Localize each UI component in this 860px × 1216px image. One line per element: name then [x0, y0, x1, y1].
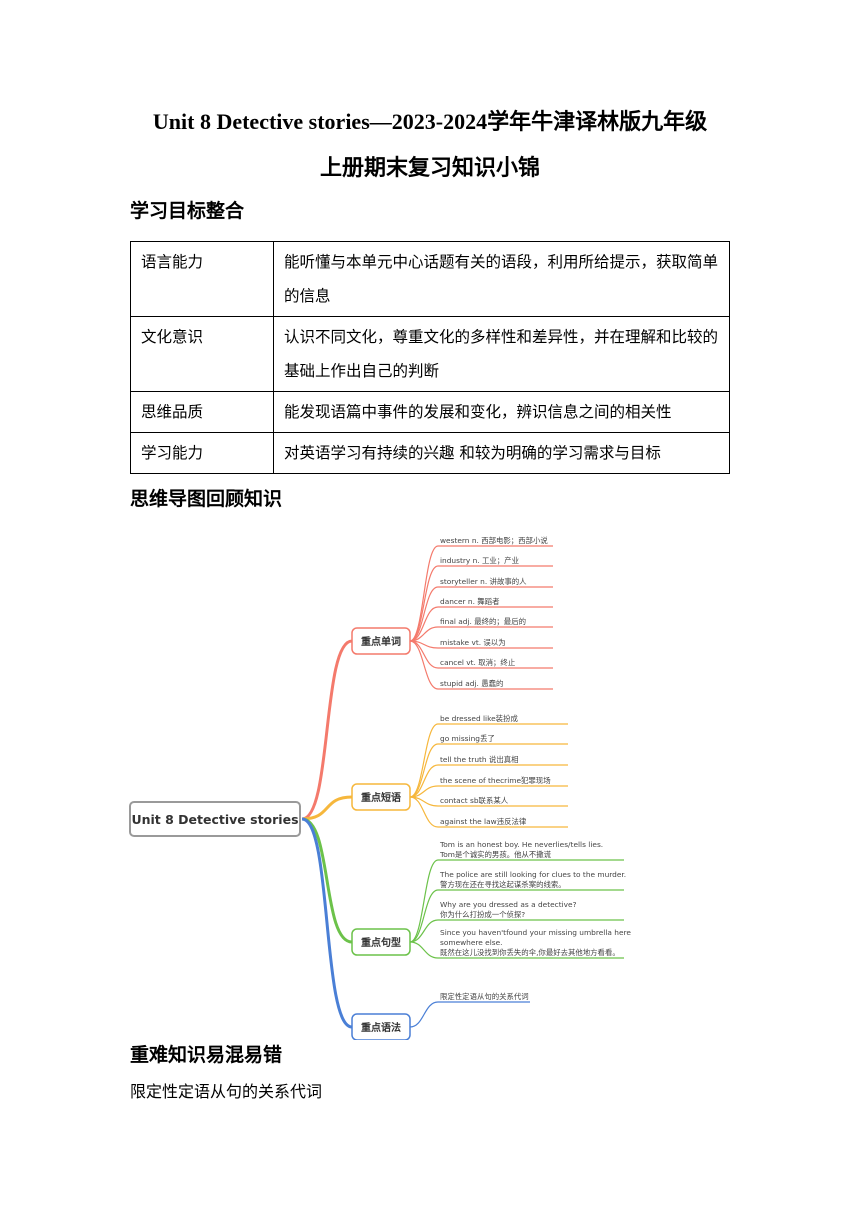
table-row: 思维品质 能发现语篇中事件的发展和变化，辨识信息之间的相关性 — [130, 391, 730, 433]
item-label: 你为什么打扮成一个侦探? — [440, 910, 525, 919]
item-label: Tom是个诚实的男孩。他从不撒谎 — [439, 850, 552, 859]
item-label: be dressed like装扮成 — [440, 714, 518, 723]
item-label: 限定性定语从句的关系代词 — [440, 992, 529, 1001]
section-heading-confusing-points: 重难知识易混易错 — [130, 1044, 283, 1066]
item-connector — [409, 941, 439, 959]
item-label: contact sb联系某人 — [440, 796, 509, 805]
body-text: 限定性定语从句的关系代词 — [130, 1082, 323, 1101]
item-label: stupid adj. 愚蠢的 — [440, 679, 503, 688]
section-heading-goals: 学习目标整合 — [130, 200, 245, 222]
item-label: Tom is an honest boy. He neverlies/tells… — [439, 840, 603, 849]
root-node-label: Unit 8 Detective stories — [131, 812, 298, 827]
goal-value: 能发现语篇中事件的发展和变化，辨识信息之间的相关性 — [273, 391, 730, 433]
item-label: The police are still looking for clues t… — [439, 870, 626, 879]
item-label: mistake vt. 误以为 — [440, 638, 506, 647]
branch-label: 重点句型 — [361, 936, 401, 949]
item-label: 警方现在还在寻找这起谋杀案的线索。 — [440, 880, 566, 889]
item-label: Why are you dressed as a detective? — [440, 900, 577, 909]
item-label: go missing丢了 — [440, 734, 495, 743]
item-connector — [409, 545, 439, 642]
item-connector — [409, 1001, 439, 1028]
item-connector — [409, 743, 439, 798]
goal-value: 对英语学习有持续的兴趣 和较为明确的学习需求与目标 — [273, 432, 730, 474]
goals-table: 语言能力 能听懂与本单元中心话题有关的语段，利用所给提示，获取简单的信息 文化意… — [130, 241, 730, 474]
item-label: the scene of thecrime犯罪现场 — [440, 776, 551, 785]
item-label: dancer n. 舞蹈者 — [440, 597, 499, 606]
goal-key: 思维品质 — [130, 391, 274, 433]
root-node-box — [129, 801, 301, 837]
item-label: storyteller n. 讲故事的人 — [440, 577, 527, 586]
goal-key: 文化意识 — [130, 316, 274, 392]
branch-label: 重点短语 — [361, 791, 401, 804]
item-label: cancel vt. 取消；终止 — [440, 658, 515, 667]
item-connector — [409, 606, 439, 642]
page-title-line-1: Unit 8 Detective stories—2023-2024学年牛津译林… — [152, 109, 708, 134]
item-label: tell the truth 说出真相 — [440, 755, 519, 764]
branch-connector — [301, 795, 353, 821]
item-label: Since you haven'tfound your missing umbr… — [440, 928, 631, 937]
item-connector — [409, 565, 439, 642]
goal-value: 能听懂与本单元中心话题有关的语段，利用所给提示，获取简单的信息 — [273, 241, 730, 317]
section-heading-mindmap: 思维导图回顾知识 — [130, 488, 283, 510]
item-connector — [409, 889, 439, 943]
page-title-line-2: 上册期末复习知识小锦 — [319, 155, 540, 180]
item-label: somewhere else. — [440, 938, 503, 947]
item-connector — [409, 764, 439, 798]
item-connector — [409, 859, 439, 943]
mind-map: 重点单词 western n. 西部电影；西部小说 industry n. 工业；产… — [129, 536, 631, 1040]
branch-connector — [301, 817, 353, 1029]
item-label: 既然在这儿没找到你丢失的伞,你最好去其他地方看看。 — [440, 948, 620, 957]
branch-label: 重点语法 — [361, 1021, 401, 1034]
table-row: 语言能力 能听懂与本单元中心话题有关的语段，利用所给提示，获取简单的信息 — [130, 241, 730, 317]
goal-key: 语言能力 — [130, 241, 274, 317]
item-label: final adj. 最终的；最后的 — [440, 617, 526, 626]
goal-value: 认识不同文化，尊重文化的多样性和差异性，并在理解和比较的基础上作出自己的判断 — [273, 316, 730, 392]
table-row: 学习能力 对英语学习有持续的兴趣 和较为明确的学习需求与目标 — [130, 432, 730, 474]
branch-label: 重点单词 — [361, 635, 401, 648]
table-row: 文化意识 认识不同文化，尊重文化的多样性和差异性，并在理解和比较的基础上作出自己… — [130, 316, 730, 392]
item-connector — [409, 919, 439, 943]
branch-connector — [301, 639, 353, 821]
branch-connector — [301, 817, 353, 944]
item-label: western n. 西部电影；西部小说 — [440, 536, 548, 545]
item-connector — [409, 796, 439, 828]
item-label: against the law违反法律 — [440, 817, 527, 826]
goal-key: 学习能力 — [130, 432, 274, 474]
item-connector — [409, 640, 439, 690]
item-label: industry n. 工业；产业 — [440, 556, 519, 565]
